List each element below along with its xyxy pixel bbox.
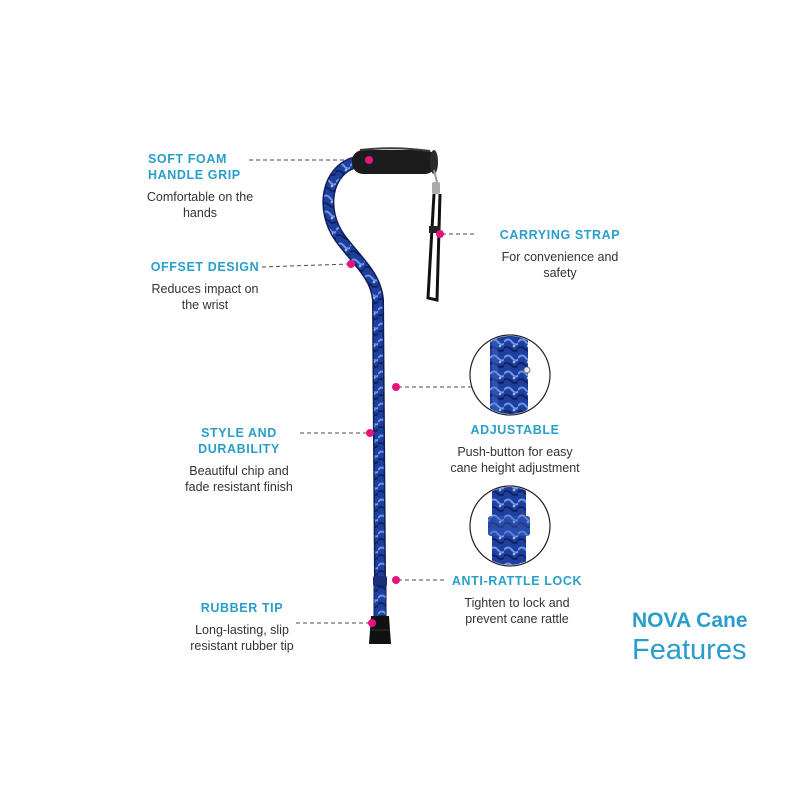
cane-shaft bbox=[322, 156, 391, 644]
brand-heading: NOVA Cane Features bbox=[632, 608, 772, 667]
adjust-button-closeup bbox=[469, 334, 551, 416]
feature-description-line: safety bbox=[543, 266, 577, 280]
brand-subtitle: Features bbox=[632, 634, 747, 666]
carrying-strap-icon bbox=[426, 169, 442, 302]
feature-description: Reduces impact on the wrist bbox=[146, 281, 264, 313]
feature-description-line: Reduces impact on bbox=[151, 282, 259, 296]
feature-carrying-strap: CARRYING STRAP For convenience and safet… bbox=[480, 227, 640, 281]
feature-title: OFFSET DESIGN bbox=[150, 260, 260, 274]
feature-description: Tighten to lock and prevent cane rattle bbox=[444, 595, 590, 627]
feature-description: Beautiful chip and fade resistant finish bbox=[180, 463, 298, 495]
feature-style-and-durability: STYLE AND DURABILITY Beautiful chip and … bbox=[180, 425, 298, 495]
feature-title: CARRYING STRAP bbox=[499, 228, 621, 242]
feature-description-line: Tighten to lock and bbox=[464, 596, 570, 610]
feature-title: RUBBER TIP bbox=[200, 601, 284, 615]
feature-title: SOFT FOAM bbox=[148, 152, 228, 166]
feature-offset-design: OFFSET DESIGN Reduces impact on the wris… bbox=[146, 259, 264, 313]
feature-rubber-tip: RUBBER TIP Long-lasting, slip resistant … bbox=[184, 600, 300, 654]
feature-description-line: For convenience and bbox=[501, 250, 619, 264]
handle-grip-icon bbox=[352, 147, 438, 174]
feature-description-line: Push-button for easy bbox=[457, 445, 573, 459]
feature-description-line: cane height adjustment bbox=[450, 461, 580, 475]
feature-title: HANDLE GRIP bbox=[148, 168, 241, 182]
feature-description: Comfortable on the hands bbox=[146, 189, 254, 221]
feature-title: ANTI-RATTLE LOCK bbox=[451, 574, 583, 588]
feature-marker-dot bbox=[347, 156, 444, 627]
anti-rattle-lock-closeup bbox=[469, 485, 551, 567]
feature-description-line: Beautiful chip and bbox=[189, 464, 289, 478]
brand-title: NOVA Cane bbox=[632, 609, 748, 632]
feature-soft-foam-handle-grip: SOFT FOAM HANDLE GRIP Comfortable on the… bbox=[146, 151, 268, 221]
feature-description-line: fade resistant finish bbox=[185, 480, 293, 494]
feature-description-line: Comfortable on the bbox=[146, 190, 254, 204]
feature-description-line: Long-lasting, slip bbox=[195, 623, 289, 637]
feature-description: Long-lasting, slip resistant rubber tip bbox=[184, 622, 300, 654]
feature-description-line: the wrist bbox=[181, 298, 229, 312]
feature-title: ADJUSTABLE bbox=[470, 423, 560, 437]
feature-anti-rattle-lock: ANTI-RATTLE LOCK Tighten to lock and pre… bbox=[444, 573, 590, 627]
feature-description: Push-button for easy cane height adjustm… bbox=[440, 444, 590, 476]
feature-description: For convenience and safety bbox=[480, 249, 640, 281]
feature-title: STYLE AND bbox=[201, 426, 277, 440]
feature-title: DURABILITY bbox=[198, 442, 280, 456]
feature-description-line: resistant rubber tip bbox=[190, 639, 294, 653]
leader-lines bbox=[249, 159, 476, 624]
feature-description-line: hands bbox=[182, 206, 218, 220]
feature-adjustable: ADJUSTABLE Push-button for easy cane hei… bbox=[440, 422, 590, 476]
feature-description-line: prevent cane rattle bbox=[465, 612, 569, 626]
